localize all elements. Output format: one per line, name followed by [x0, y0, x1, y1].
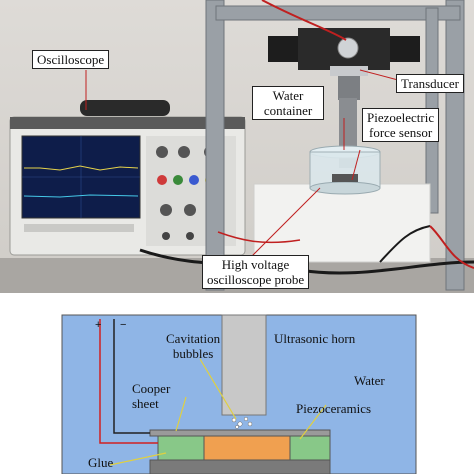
- cavitation-bubbles: [231, 416, 253, 429]
- foam-base: [253, 183, 431, 263]
- oscilloscope-device: [9, 100, 246, 256]
- diagram-leader-lines: [109, 358, 327, 466]
- piezo-sensor-label-line2: force sensor: [368, 125, 433, 140]
- wire-positive: [99, 319, 158, 444]
- lab-photo-drawing: [0, 0, 474, 293]
- cooper-sheet-label: Cooper sheet: [132, 381, 170, 411]
- probe-label: High voltage oscilloscope probe: [202, 255, 310, 289]
- photo-leader-lines: [85, 69, 399, 257]
- ultrasonic-horn-label: Ultrasonic horn: [274, 331, 356, 346]
- negative-terminal: −: [120, 319, 127, 331]
- transducer-mount: [268, 28, 420, 100]
- cooper-sheet-label-line2: sheet: [132, 396, 159, 411]
- probe-label-line2: oscilloscope probe: [207, 272, 305, 287]
- cavitation-label: Cavitation bubbles: [166, 331, 220, 361]
- oscilloscope-label: Oscilloscope: [32, 50, 110, 69]
- probe-label-line1: High voltage: [221, 257, 290, 272]
- piezoceramics-layer: [203, 435, 291, 461]
- positive-terminal: +: [95, 319, 102, 331]
- glue-label: Glue: [88, 455, 114, 470]
- aluminium-frame: [205, 0, 465, 291]
- piezo-sensor-label-line1: Piezoelectric: [367, 110, 435, 125]
- wire-negative: [113, 319, 150, 434]
- cavitation-label-line1: Cavitation: [166, 331, 221, 346]
- water-container-label: Water container: [252, 86, 324, 120]
- water-container-label-line2: container: [263, 103, 313, 118]
- cavitation-label-line2: bubbles: [172, 346, 214, 361]
- water-container-label-line1: Water: [272, 88, 304, 103]
- schematic-drawing: [0, 293, 474, 474]
- lab-photo: Oscilloscope Transducer Water container …: [0, 0, 474, 293]
- schematic-diagram: + − Cavitation bubbles Ultrasonic horn W…: [0, 293, 474, 474]
- oscilloscope-handle: [80, 100, 170, 116]
- cooper-sheet-label-line1: Cooper: [132, 381, 171, 396]
- glue-left: [157, 435, 205, 461]
- piezo-sensor-label: Piezoelectric force sensor: [362, 108, 440, 142]
- sensor-base: [149, 459, 331, 474]
- ultrasonic-horn: [221, 314, 267, 416]
- glue-right: [289, 435, 331, 461]
- water-container-photo: [309, 145, 381, 195]
- transducer-wire: [261, 0, 347, 41]
- piezoceramics-label: Piezoceramics: [296, 401, 372, 416]
- water-label: Water: [354, 373, 385, 388]
- transducer-label: Transducer: [396, 74, 465, 93]
